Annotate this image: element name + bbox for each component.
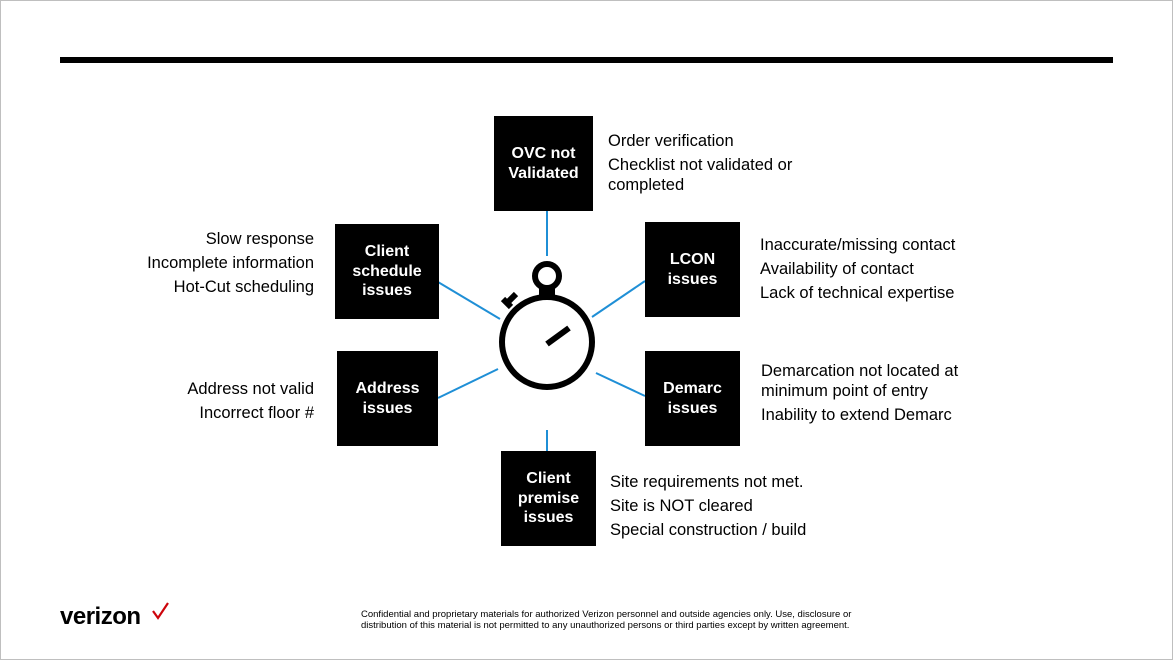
address-detail-2: Incorrect floor #: [199, 404, 314, 422]
lcon-detail-2: Availability of contact: [760, 260, 914, 278]
demarc-detail-3: Inability to extend Demarc: [761, 405, 952, 424]
lcon-details: Inaccurate/missing contact Availability …: [760, 236, 955, 304]
connector-demarc: [595, 372, 646, 397]
connector-address: [437, 368, 499, 399]
premise-detail-2: Site is NOT cleared: [610, 497, 753, 515]
ovc-detail-2: Checklist not validated or: [608, 156, 793, 174]
premise-detail-3: Special construction / build: [610, 521, 807, 539]
premise-details: Site requirements not met. Site is NOT c…: [610, 473, 806, 541]
connector-schedule: [437, 281, 501, 320]
schedule-detail-3: Hot-Cut scheduling: [173, 278, 314, 296]
schedule-detail-2: Incomplete information: [147, 254, 314, 272]
lcon-detail-1: Inaccurate/missing contact: [760, 236, 956, 254]
ovc-detail-1: Order verification: [608, 132, 734, 150]
demarc-detail-1: Demarcation not located at: [761, 362, 959, 380]
schedule-box: Client schedule issues: [335, 224, 439, 319]
demarc-details: Demarcation not located at minimum point…: [761, 362, 958, 425]
premise-detail-1: Site requirements not met.: [610, 473, 804, 491]
ovc-detail-3: completed: [608, 175, 685, 194]
schedule-details: Slow response Incomplete information Hot…: [147, 230, 314, 298]
address-detail-1: Address not valid: [187, 380, 314, 398]
verizon-check-icon: [152, 602, 169, 620]
top-rule: [60, 57, 1113, 63]
schedule-detail-1: Slow response: [205, 230, 314, 248]
demarc-detail-2: minimum point of entry: [761, 381, 928, 400]
address-box: Address issues: [337, 351, 438, 446]
demarc-box: Demarc issues: [645, 351, 740, 446]
lcon-detail-3: Lack of technical expertise: [760, 284, 955, 302]
connector-lcon: [591, 280, 646, 318]
address-details: Address not valid Incorrect floor #: [187, 380, 314, 424]
verizon-logo: verizon: [60, 603, 141, 630]
premise-box: Client premise issues: [501, 451, 596, 546]
confidentiality-disclaimer: Confidential and proprietary materials f…: [361, 609, 852, 631]
lcon-box: LCON issues: [645, 222, 740, 317]
ovc-box: OVC not Validated: [494, 116, 593, 211]
stopwatch-icon: [499, 261, 595, 390]
ovc-details: Order verification Checklist not validat…: [608, 132, 792, 195]
